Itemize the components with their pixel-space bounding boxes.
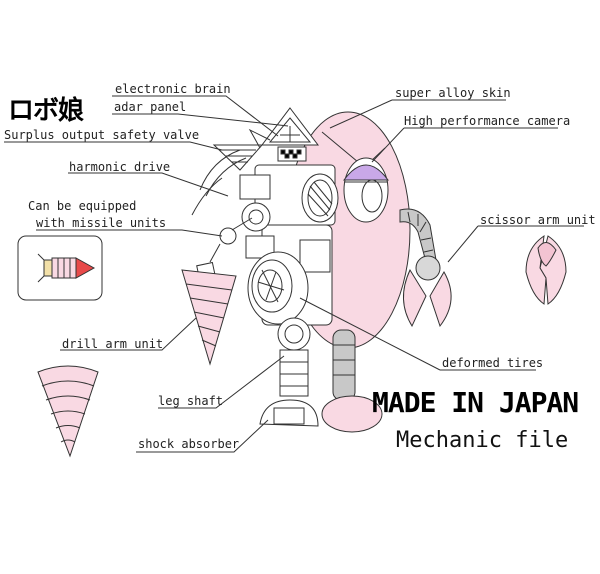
label-leg-shaft: leg shaft (158, 394, 224, 408)
label-radar-panel: adar panel (114, 100, 187, 114)
mechanic-file-subtitle: Mechanic file (396, 428, 569, 453)
right-arm (399, 208, 452, 328)
missile-unit-box (17, 235, 103, 301)
drill-arm-attached (181, 269, 237, 366)
radar-panel (260, 107, 320, 146)
electronic-brain-display (277, 146, 307, 162)
right-leg (321, 329, 383, 433)
leader-lines (4, 95, 584, 453)
made-in-japan-text: MADE IN JAPAN (372, 386, 579, 419)
label-deformed-tires: deformed tires (442, 356, 544, 370)
label-missile-line2: with missile units (36, 216, 167, 230)
label-harmonic-drive: harmonic drive (69, 160, 171, 174)
deformed-tire (247, 251, 309, 325)
left-leg (259, 317, 319, 427)
label-electronic-brain: electronic brain (115, 82, 231, 96)
label-missile-line1: Can be equipped (28, 199, 137, 213)
label-shock-absorber: shock absorber (138, 437, 240, 451)
safety-valve (212, 144, 264, 171)
scissor-arm-unit-detail (525, 234, 567, 305)
label-safety-valve: Surplus output safety valve (4, 128, 200, 142)
drill-arm-unit-detail (37, 365, 99, 458)
label-camera: High performance camera (404, 114, 571, 128)
label-scissor-arm: scissor arm unit (480, 213, 596, 227)
label-drill-arm: drill arm unit (62, 337, 164, 351)
label-super-alloy-skin: super alloy skin (395, 86, 511, 100)
camera-eye (343, 157, 389, 223)
page-title-jp: ロボ娘 (8, 96, 84, 126)
